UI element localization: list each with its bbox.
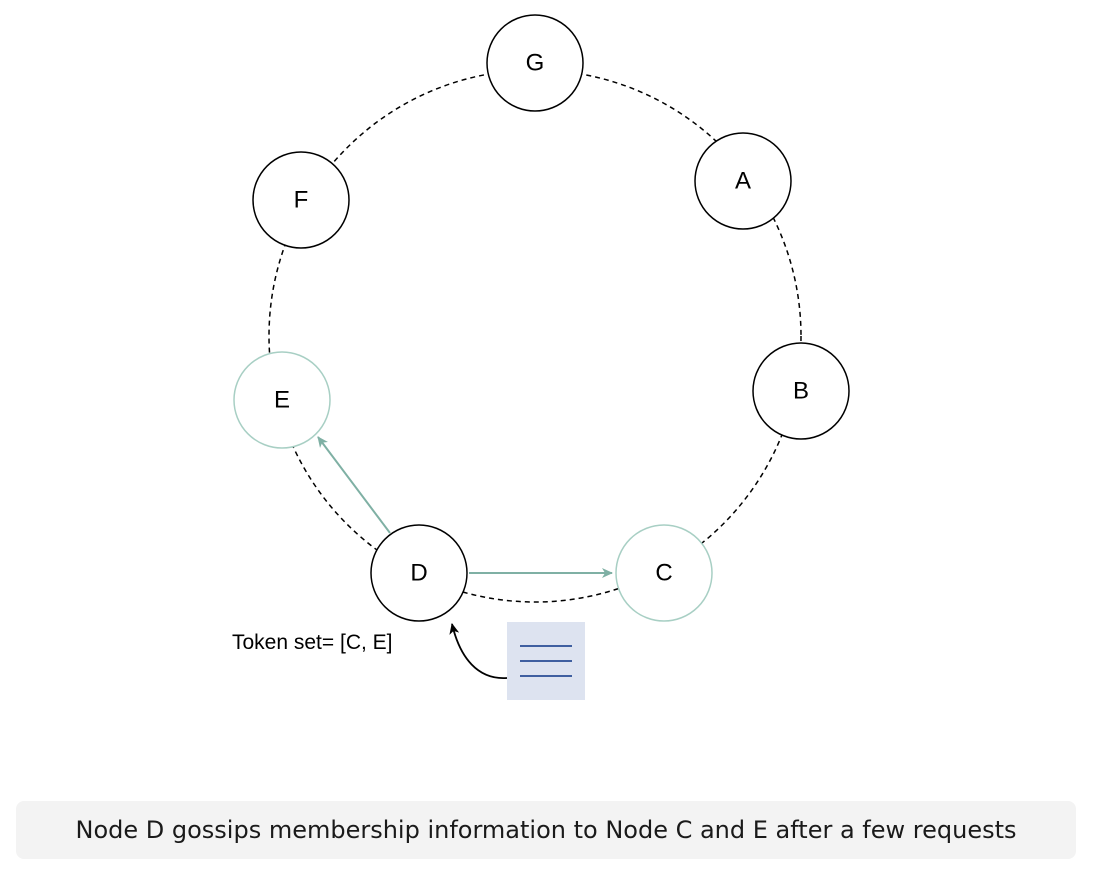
node-b-label: B: [793, 378, 809, 405]
node-e-label: E: [274, 387, 290, 414]
node-c-label: C: [655, 560, 672, 587]
node-d-label: D: [410, 560, 427, 587]
node-a-label: A: [735, 168, 751, 195]
node-b: B: [752, 342, 850, 440]
node-e: E: [233, 351, 331, 449]
node-g: G: [486, 14, 584, 112]
node-d: D: [370, 524, 468, 622]
node-f-label: F: [294, 187, 309, 214]
node-a: A: [694, 132, 792, 230]
node-c: C: [615, 524, 713, 622]
request-arrow-to-d: [449, 623, 508, 679]
node-g-label: G: [526, 50, 545, 77]
token-set-label: Token set= [C, E]: [232, 631, 393, 654]
gossip-ring-diagram: G A B C D E F Token set= [C, E]: [232, 14, 850, 700]
node-f: F: [252, 151, 350, 249]
caption-text: Node D gossips membership information to…: [75, 816, 1017, 844]
caption-box: Node D gossips membership information to…: [16, 801, 1076, 859]
gossip-arrow-d-to-e: [317, 436, 391, 534]
document-icon: [507, 622, 585, 700]
